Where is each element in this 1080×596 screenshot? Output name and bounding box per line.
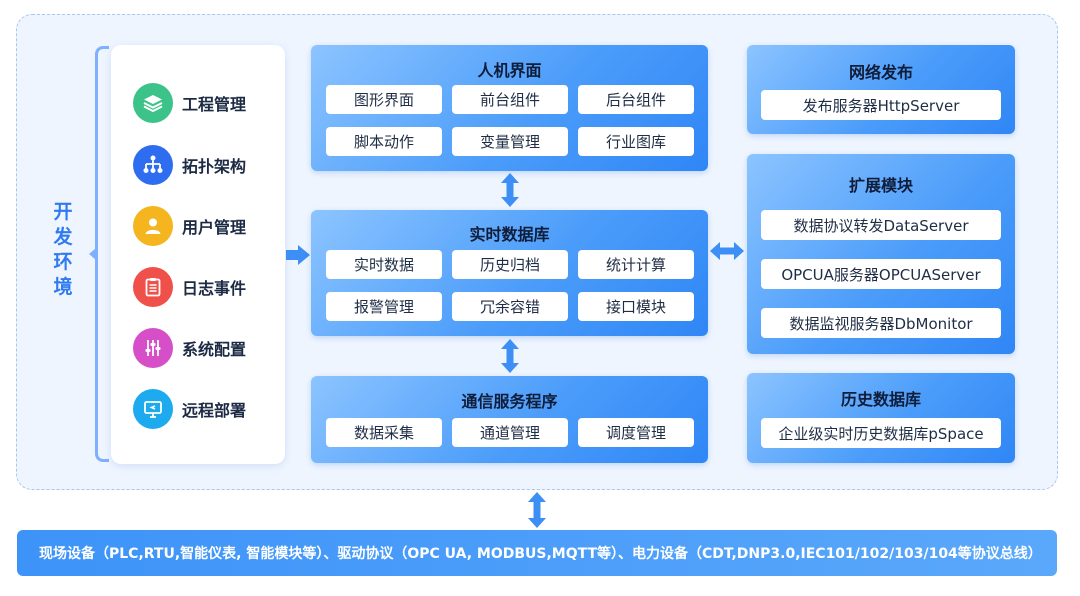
realtime-db-chip-realtime-data[interactable]: 实时数据 (326, 250, 442, 279)
comm-service-title: 通信服务程序 (461, 392, 558, 411)
realtime-db-chip-alarm-management[interactable]: 报警管理 (326, 292, 442, 321)
topology-icon (133, 145, 173, 185)
extension-chip-db-monitor[interactable]: 数据监视服务器DbMonitor (761, 308, 1001, 338)
hmi-chip-industry-gallery[interactable]: 行业图库 (578, 127, 694, 156)
comm-chip-data-collection[interactable]: 数据采集 (326, 418, 442, 447)
comm-chip-channel-management[interactable]: 通道管理 (452, 418, 568, 447)
dev-tool-label: 用户管理 (182, 218, 247, 237)
arrow-up-down-icon (501, 173, 519, 207)
remote-desktop-icon (133, 389, 173, 429)
dev-tool-label: 日志事件 (182, 279, 247, 298)
realtime-db-title: 实时数据库 (469, 225, 550, 244)
dev-tool-project-management[interactable]: 工程管理 (133, 83, 246, 123)
realtime-db-chip-interface-module[interactable]: 接口模块 (578, 292, 694, 321)
comm-chip-scheduling[interactable]: 调度管理 (578, 418, 694, 447)
dev-tool-label: 系统配置 (182, 340, 247, 359)
dev-environment-label: 开发环境 (53, 201, 73, 298)
dev-tool-label: 拓扑架构 (182, 157, 247, 176)
arrow-left-right-icon (710, 242, 744, 260)
clipboard-icon (133, 267, 173, 307)
realtime-db-chip-redundancy[interactable]: 冗余容错 (452, 292, 568, 321)
network-publish-title: 网络发布 (848, 63, 913, 82)
layers-icon (133, 83, 173, 123)
sliders-icon (133, 328, 173, 368)
network-chip-http-server[interactable]: 发布服务器HttpServer (761, 90, 1001, 120)
user-icon (133, 206, 173, 246)
extension-chip-data-server[interactable]: 数据协议转发DataServer (761, 210, 1001, 240)
hmi-chip-frontend-components[interactable]: 前台组件 (452, 85, 568, 114)
extension-module-panel: 扩展模块 数据协议转发DataServer OPCUA服务器OPCUAServe… (747, 154, 1015, 354)
arrow-right-icon (286, 245, 310, 265)
comm-service-panel: 通信服务程序 数据采集 通道管理 调度管理 (311, 376, 708, 463)
dev-tool-system-config[interactable]: 系统配置 (133, 328, 246, 368)
realtime-db-panel: 实时数据库 实时数据 历史归档 统计计算 报警管理 冗余容错 接口模块 (311, 210, 708, 336)
network-publish-panel: 网络发布 发布服务器HttpServer (747, 45, 1015, 134)
hmi-panel: 人机界面 图形界面 前台组件 后台组件 脚本动作 变量管理 行业图库 (311, 45, 708, 171)
dev-tool-remote-deploy[interactable]: 远程部署 (133, 389, 246, 429)
dev-environment-bracket (95, 46, 109, 462)
extension-module-title: 扩展模块 (848, 176, 913, 195)
dev-tool-label: 远程部署 (182, 401, 247, 420)
hmi-title: 人机界面 (477, 61, 542, 80)
history-chip-pspace[interactable]: 企业级实时历史数据库pSpace (761, 418, 1001, 448)
hmi-chip-script-actions[interactable]: 脚本动作 (326, 127, 442, 156)
extension-chip-opcua-server[interactable]: OPCUA服务器OPCUAServer (761, 259, 1001, 289)
history-db-panel: 历史数据库 企业级实时历史数据库pSpace (747, 373, 1015, 463)
dev-tools-panel: 工程管理 拓扑架构 用户管理 日志事件 系统配置 远程部署 (111, 45, 285, 464)
dev-tool-log-events[interactable]: 日志事件 (133, 267, 246, 307)
arrow-up-down-icon (501, 339, 519, 373)
dev-environment-bracket-notch (89, 248, 96, 260)
realtime-db-chip-statistics[interactable]: 统计计算 (578, 250, 694, 279)
hmi-chip-graphics[interactable]: 图形界面 (326, 85, 442, 114)
arrow-up-down-icon (528, 492, 546, 528)
field-devices-bar: 现场设备（PLC,RTU,智能仪表, 智能模块等）、驱动协议（OPC UA, M… (17, 530, 1057, 576)
dev-tool-topology[interactable]: 拓扑架构 (133, 145, 246, 185)
hmi-chip-backend-components[interactable]: 后台组件 (578, 85, 694, 114)
dev-tool-label: 工程管理 (182, 95, 247, 114)
hmi-chip-variable-management[interactable]: 变量管理 (452, 127, 568, 156)
history-db-title: 历史数据库 (840, 390, 921, 409)
realtime-db-chip-history-archive[interactable]: 历史归档 (452, 250, 568, 279)
dev-tool-user-management[interactable]: 用户管理 (133, 206, 246, 246)
